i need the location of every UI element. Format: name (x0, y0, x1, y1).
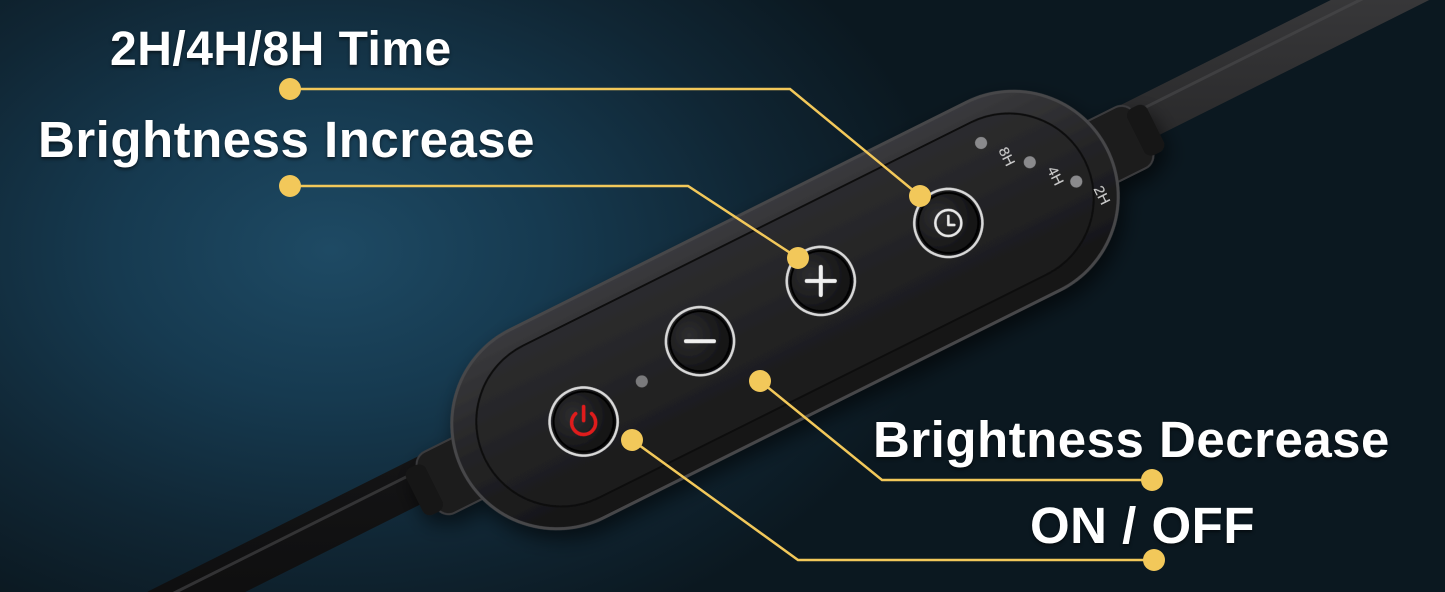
indicator-2h: 2H (1070, 175, 1114, 208)
label-time: 2H/4H/8H Time (110, 23, 452, 76)
label-brightness-decrease: Brightness Decrease (873, 411, 1390, 468)
timer-button[interactable] (903, 177, 994, 268)
callout-decrease-line (759, 380, 1152, 482)
callout-time-line (290, 87, 921, 197)
plus-icon (804, 264, 837, 297)
svg-text:8H: 8H (994, 144, 1018, 169)
callout-dots (279, 78, 1165, 571)
indicator-8h: 8H (975, 136, 1018, 169)
callout-lines (290, 87, 1154, 562)
clock-icon (934, 208, 963, 238)
power-icon (569, 404, 598, 437)
timer-indicators: 8H 4H 2H (975, 136, 1114, 208)
label-brightness-increase: Brightness Increase (38, 111, 536, 168)
svg-text:4H: 4H (1043, 164, 1067, 189)
label-on-off: ON / OFF (1030, 497, 1255, 554)
brightness-decrease-button[interactable] (654, 296, 745, 387)
indicator-4h: 4H (1023, 156, 1067, 189)
status-led (635, 375, 648, 388)
callout-onoff-line (631, 438, 1154, 562)
callout-increase-line (290, 184, 799, 260)
power-button[interactable] (538, 376, 629, 467)
svg-text:2H: 2H (1090, 183, 1114, 208)
